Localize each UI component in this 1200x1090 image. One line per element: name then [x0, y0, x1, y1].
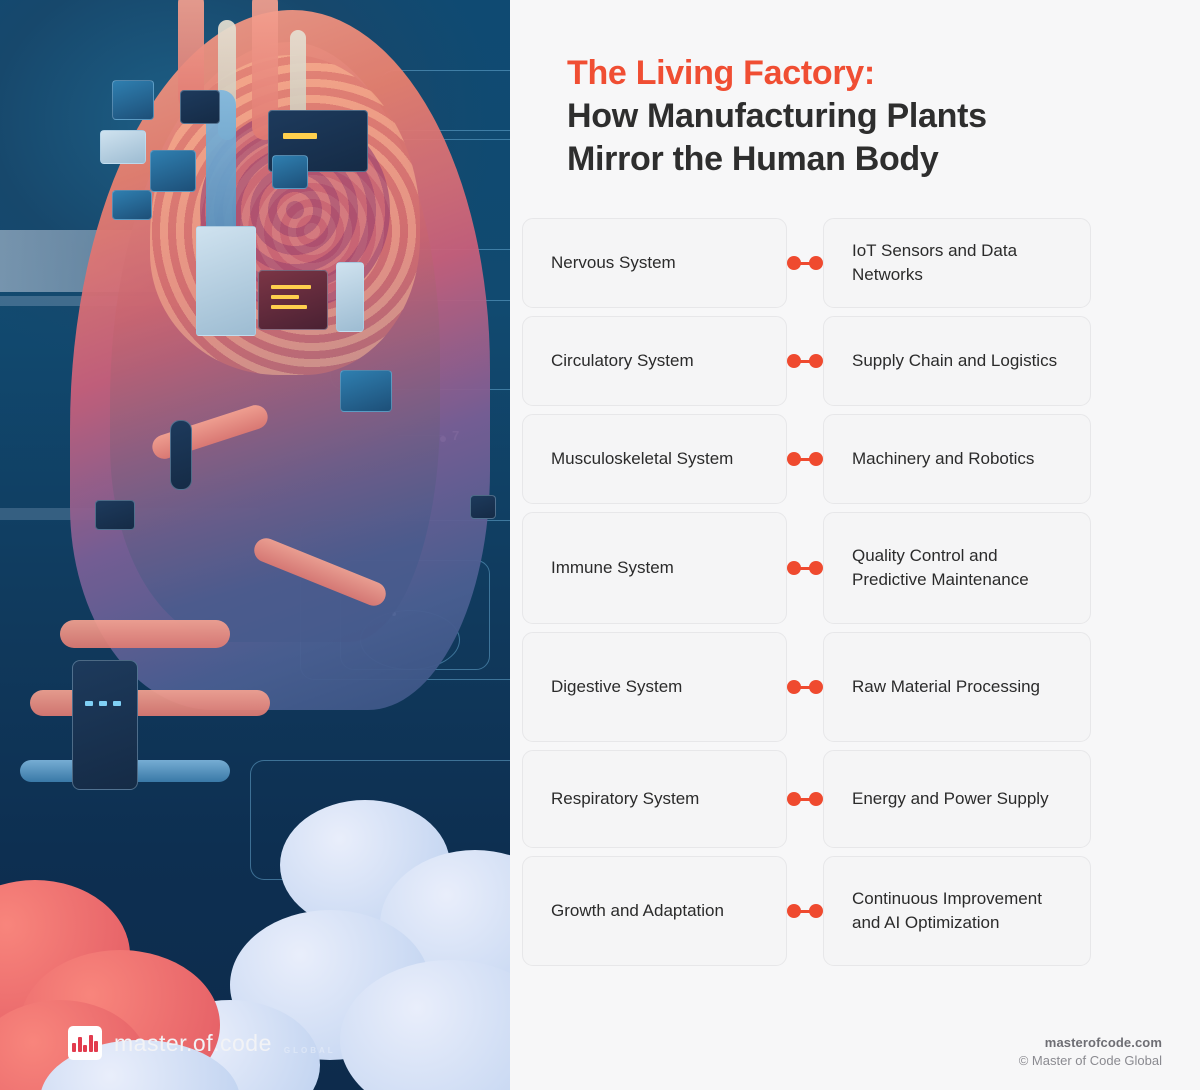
factory-system-card[interactable]: Supply Chain and Logistics: [823, 316, 1091, 406]
body-system-card[interactable]: Digestive System: [522, 632, 787, 742]
body-system-label: Immune System: [551, 557, 674, 577]
machine-module: [112, 190, 152, 220]
body-system-label: Circulatory System: [551, 350, 694, 370]
factory-system-label: Quality Control and Predictive Maintenan…: [852, 545, 1029, 589]
link-connector-icon: [787, 792, 823, 806]
title-main-line-2: Mirror the Human Body: [567, 140, 939, 179]
body-system-label: Nervous System: [551, 252, 676, 272]
cloud-layer: [0, 770, 510, 1090]
machine-module: [180, 90, 220, 124]
factory-system-card[interactable]: Machinery and Robotics: [823, 414, 1091, 504]
mapping-row: Musculoskeletal System Machinery and Robo…: [522, 414, 1188, 504]
link-connector-icon: [787, 680, 823, 694]
link-connector-icon: [787, 561, 823, 575]
machine-module: [272, 155, 308, 189]
factory-system-label: IoT Sensors and Data Networks: [852, 240, 1018, 284]
turbine-unit: [72, 660, 138, 790]
body-system-card[interactable]: Respiratory System: [522, 750, 787, 848]
machine-module: [150, 150, 196, 192]
body-system-label: Growth and Adaptation: [551, 900, 724, 920]
body-system-label: Digestive System: [551, 676, 683, 696]
footer-website: masterofcode.com: [1044, 1035, 1162, 1050]
footer-copyright: © Master of Code Global: [1018, 1053, 1162, 1068]
link-connector-icon: [787, 256, 823, 270]
body-system-card[interactable]: Immune System: [522, 512, 787, 624]
body-system-card[interactable]: Musculoskeletal System: [522, 414, 787, 504]
body-system-label: Musculoskeletal System: [551, 448, 734, 468]
factory-system-card[interactable]: Quality Control and Predictive Maintenan…: [823, 512, 1091, 624]
machine-module: [112, 80, 154, 120]
body-system-card[interactable]: Circulatory System: [522, 316, 787, 406]
machine-module: [170, 420, 192, 490]
body-system-card[interactable]: Nervous System: [522, 218, 787, 308]
pipe: [60, 620, 230, 648]
illustration-panel: 7: [0, 0, 510, 1090]
factory-system-label: Supply Chain and Logistics: [852, 350, 1058, 370]
machine-module: [95, 500, 135, 530]
mapping-row: Respiratory System Energy and Power Suppl…: [522, 750, 1188, 848]
logo-mark-icon: [68, 1026, 102, 1060]
machine-module: [258, 270, 328, 330]
link-connector-icon: [787, 452, 823, 466]
title-accent-line: The Living Factory:: [567, 54, 875, 92]
footer-attribution: masterofcode.com © Master of Code Global: [1019, 1035, 1162, 1068]
mapping-list: Nervous System IoT Sensors and Data Netwo…: [522, 218, 1188, 974]
logo-suffix: GLOBAL: [283, 1046, 336, 1055]
factory-system-card[interactable]: IoT Sensors and Data Networks: [823, 218, 1091, 308]
machine-column: [196, 226, 256, 336]
factory-system-label: Raw Material Processing: [852, 676, 1041, 696]
content-panel: The Living Factory: How Manufacturing Pl…: [510, 0, 1200, 1090]
mapping-row: Digestive System Raw Material Processing: [522, 632, 1188, 742]
mapping-row: Circulatory System Supply Chain and Logis…: [522, 316, 1188, 406]
machine-module: [470, 495, 496, 519]
page-title: The Living Factory: How Manufacturing Pl…: [567, 52, 1167, 182]
factory-system-label: Energy and Power Supply: [852, 788, 1049, 808]
factory-system-label: Machinery and Robotics: [852, 448, 1035, 468]
mapping-row: Nervous System IoT Sensors and Data Netwo…: [522, 218, 1188, 308]
machine-module: [100, 130, 146, 164]
title-main-line-1: How Manufacturing Plants: [567, 97, 987, 136]
factory-system-card[interactable]: Continuous Improvement and AI Optimizati…: [823, 856, 1091, 966]
body-system-card[interactable]: Growth and Adaptation: [522, 856, 787, 966]
link-connector-icon: [787, 354, 823, 368]
machine-module: [336, 262, 364, 332]
factory-system-label: Continuous Improvement and AI Optimizati…: [852, 888, 1042, 932]
logo-wordmark: master.of.code: [114, 1029, 272, 1056]
machine-module: [340, 370, 392, 412]
brand-logo[interactable]: master.of.code GLOBAL: [68, 1026, 336, 1060]
mapping-row: Growth and Adaptation Continuous Improvem…: [522, 856, 1188, 966]
pipe: [30, 690, 270, 716]
factory-system-card[interactable]: Energy and Power Supply: [823, 750, 1091, 848]
mapping-row: Immune System Quality Control and Predict…: [522, 512, 1188, 624]
factory-system-card[interactable]: Raw Material Processing: [823, 632, 1091, 742]
link-connector-icon: [787, 904, 823, 918]
body-system-label: Respiratory System: [551, 788, 700, 808]
